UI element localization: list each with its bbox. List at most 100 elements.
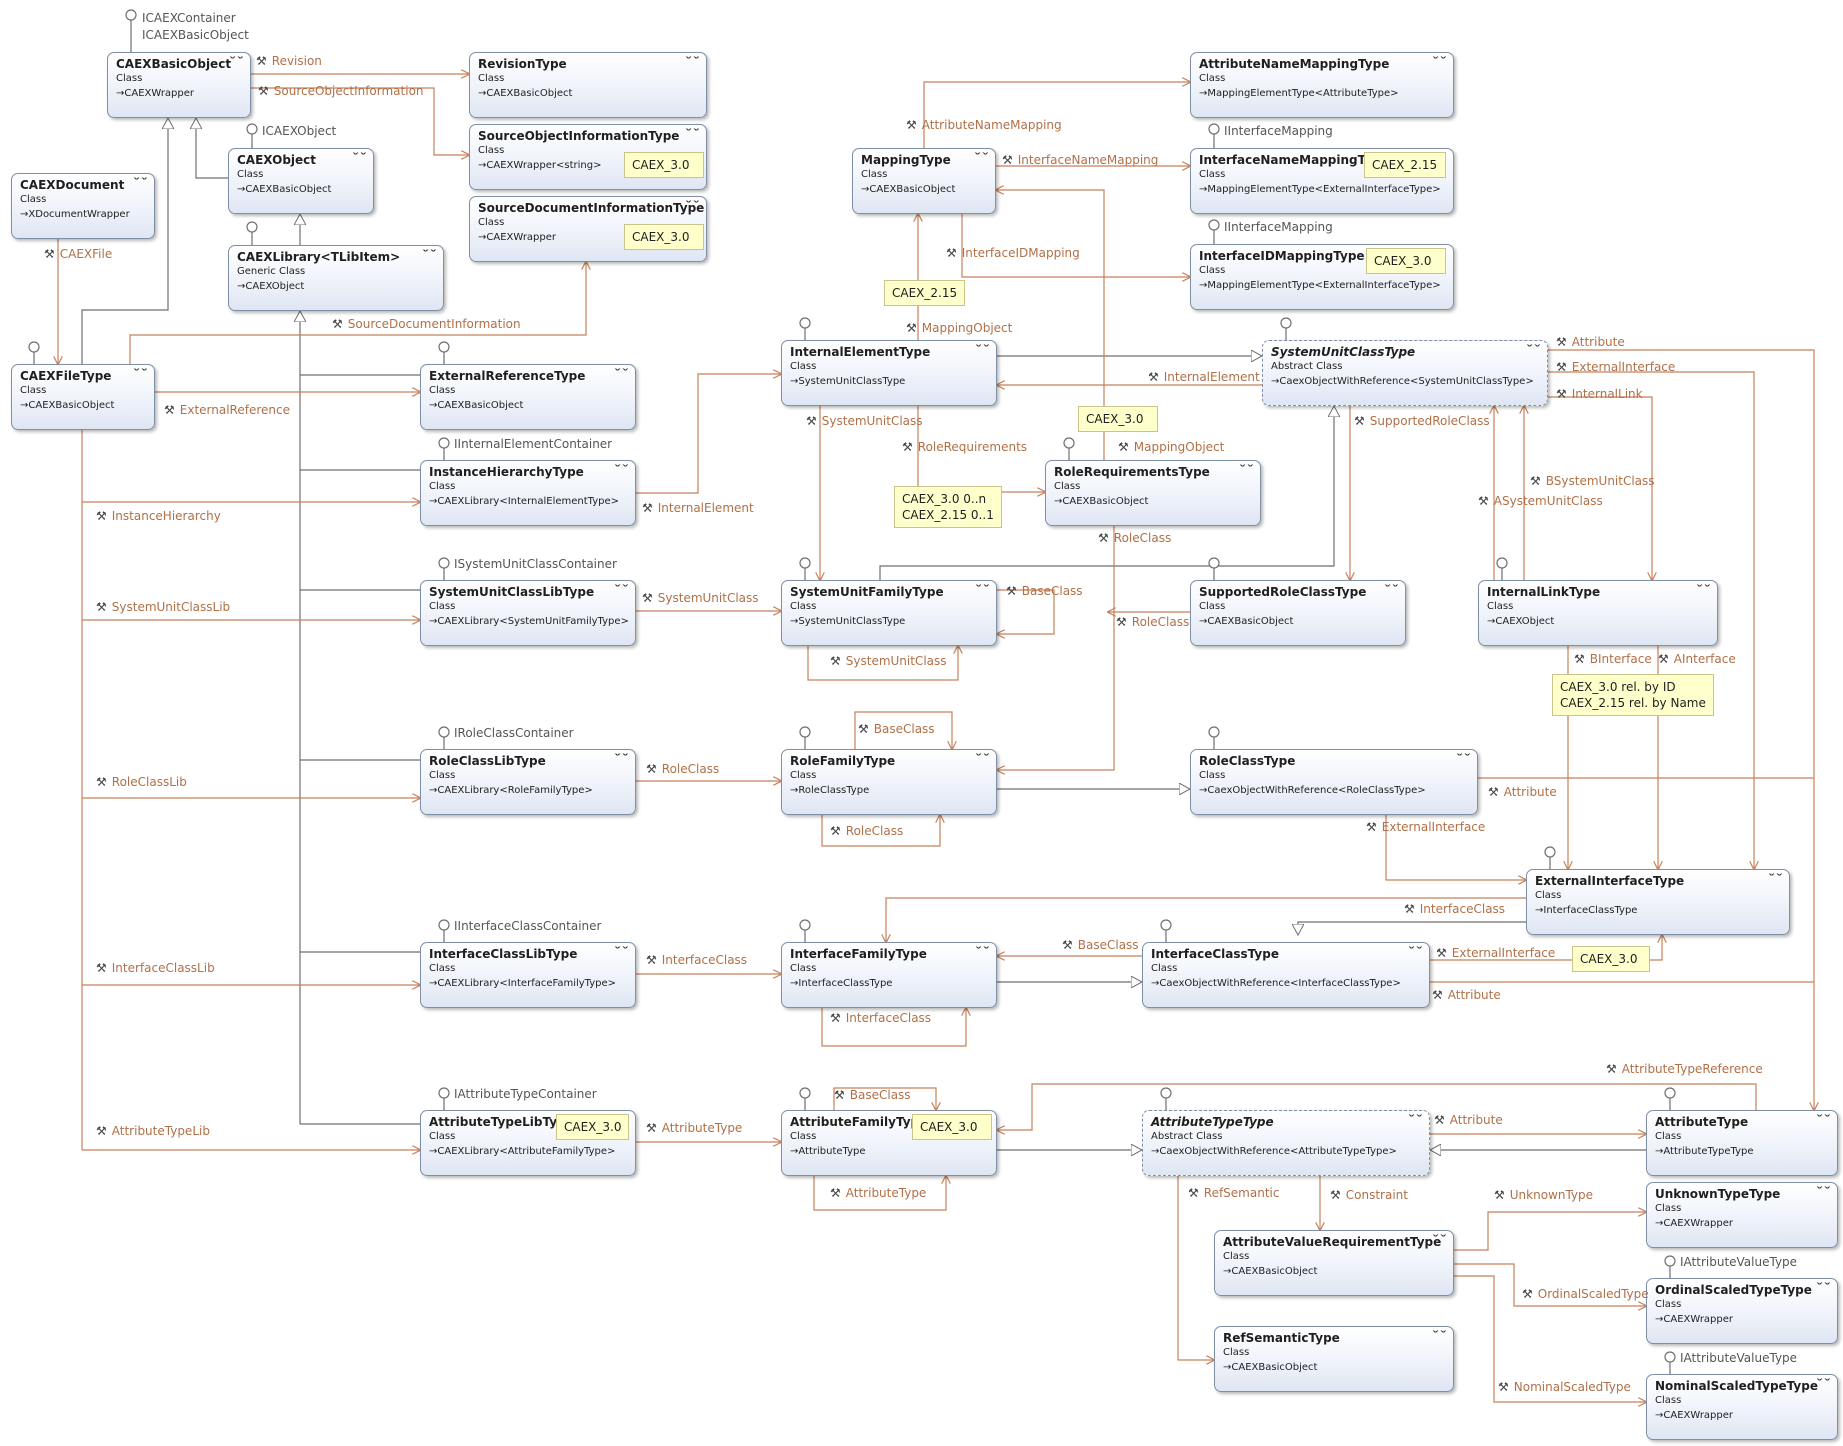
class-box-interfaceclasslib[interactable]: InterfaceClassLibTypeClassCAEXLibrary<In… xyxy=(420,942,636,1008)
wrench-icon: ⚒ xyxy=(646,953,657,967)
association-label: ⚒RoleClass xyxy=(1116,615,1189,629)
collapse-chevron-icon[interactable]: ˇˇ xyxy=(1383,583,1400,596)
collapse-chevron-icon[interactable]: ˇˇ xyxy=(351,151,368,164)
collapse-chevron-icon[interactable]: ˇˇ xyxy=(613,463,630,476)
class-box-roleclasstype[interactable]: RoleClassTypeClassCaexObjectWithReferenc… xyxy=(1190,749,1478,815)
class-box-caexlibrary[interactable]: CAEXLibrary<TLibItem>Generic ClassCAEXOb… xyxy=(228,245,444,311)
class-box-refsemantictype[interactable]: RefSemanticTypeClassCAEXBasicObjectˇˇ xyxy=(1214,1326,1454,1392)
class-box-interfacefamilytype[interactable]: InterfaceFamilyTypeClassInterfaceClassTy… xyxy=(781,942,997,1008)
collapse-chevron-icon[interactable]: ˇˇ xyxy=(1815,1281,1832,1294)
collapse-chevron-icon[interactable]: ˇˇ xyxy=(1815,1113,1832,1126)
collapse-chevron-icon[interactable]: ˇˇ xyxy=(1525,343,1542,356)
collapse-chevron-icon[interactable]: ˇˇ xyxy=(132,367,149,380)
class-base: CAEXLibrary<InternalElementType> xyxy=(429,493,627,510)
collapse-chevron-icon[interactable]: ˇˇ xyxy=(613,583,630,596)
association-label: ⚒ExternalInterface xyxy=(1556,360,1675,374)
class-box-mappingtype[interactable]: MappingTypeClassCAEXBasicObjectˇˇ xyxy=(852,148,996,214)
class-box-attrvaluereq[interactable]: AttributeValueRequirementTypeClassCAEXBa… xyxy=(1214,1230,1454,1296)
association-label: ⚒BSystemUnitClass xyxy=(1530,474,1655,488)
class-box-nominalscaled[interactable]: NominalScaledTypeTypeClassCAEXWrapperˇˇ xyxy=(1646,1374,1838,1440)
collapse-chevron-icon[interactable]: ˇˇ xyxy=(974,752,991,765)
interface-label: ISystemUnitClassContainer xyxy=(454,557,617,571)
class-box-caexdocument[interactable]: CAEXDocumentClassXDocumentWrapperˇˇ xyxy=(11,173,155,239)
collapse-chevron-icon[interactable]: ˇˇ xyxy=(1815,1377,1832,1390)
collapse-chevron-icon[interactable]: ˇˇ xyxy=(613,945,630,958)
class-box-caexfiletype[interactable]: CAEXFileTypeClassCAEXBasicObjectˇˇ xyxy=(11,364,155,430)
class-name: AttributeValueRequirementType xyxy=(1223,1235,1442,1249)
class-box-revisiontype[interactable]: RevisionTypeClassCAEXBasicObjectˇˇ xyxy=(469,52,707,118)
collapse-chevron-icon[interactable]: ˇˇ xyxy=(973,151,990,164)
association-label-text: BSystemUnitClass xyxy=(1545,474,1655,488)
wrench-icon: ⚒ xyxy=(258,84,269,98)
assoc-nominal xyxy=(1454,1275,1646,1402)
class-box-supportedroleclass[interactable]: SupportedRoleClassTypeClassCAEXBasicObje… xyxy=(1190,580,1406,646)
collapse-chevron-icon[interactable]: ˇˇ xyxy=(1695,583,1712,596)
class-box-instancehierarchy[interactable]: InstanceHierarchyTypeClassCAEXLibrary<In… xyxy=(420,460,636,526)
collapse-chevron-icon[interactable]: ˇˇ xyxy=(974,343,991,356)
collapse-chevron-icon[interactable]: ˇˇ xyxy=(1767,872,1784,885)
version-note: CAEX_3.0 xyxy=(912,1114,992,1140)
collapse-chevron-icon[interactable]: ˇˇ xyxy=(974,583,991,596)
collapse-chevron-icon[interactable]: ˇˇ xyxy=(684,55,701,68)
association-label-text: ExternalInterface xyxy=(1571,360,1676,374)
class-box-internalelementtype[interactable]: InternalElementTypeClassSystemUnitClassT… xyxy=(781,340,997,406)
collapse-chevron-icon[interactable]: ˇˇ xyxy=(1455,752,1472,765)
collapse-chevron-icon[interactable]: ˇˇ xyxy=(684,199,701,212)
collapse-chevron-icon[interactable]: ˇˇ xyxy=(1431,1233,1448,1246)
association-label-text: AttributeTypeLib xyxy=(111,1124,210,1138)
class-box-caexbasicobject[interactable]: CAEXBasicObjectClassCAEXWrapperˇˇ xyxy=(107,52,251,118)
class-base: CAEXLibrary<SystemUnitFamilyType> xyxy=(429,613,629,630)
collapse-chevron-icon[interactable]: ˇˇ xyxy=(1431,55,1448,68)
class-name: CAEXDocument xyxy=(20,178,125,192)
class-box-attrnamemapping[interactable]: AttributeNameMappingTypeClassMappingElem… xyxy=(1190,52,1454,118)
class-kind: Abstract Class xyxy=(1271,361,1343,372)
class-name: UnknownTypeType xyxy=(1655,1187,1781,1201)
class-box-attributetype[interactable]: AttributeTypeClassAttributeTypeTypeˇˇ xyxy=(1646,1110,1838,1176)
collapse-chevron-icon[interactable]: ˇˇ xyxy=(974,945,991,958)
association-label-text: InternalElement xyxy=(1163,370,1260,384)
class-box-ordinalscaled[interactable]: OrdinalScaledTypeTypeClassCAEXWrapperˇˇ xyxy=(1646,1278,1838,1344)
wrench-icon: ⚒ xyxy=(646,1121,657,1135)
collapse-chevron-icon[interactable]: ˇˇ xyxy=(1815,1185,1832,1198)
collapse-chevron-icon[interactable]: ˇˇ xyxy=(613,752,630,765)
collapse-chevron-icon[interactable]: ˇˇ xyxy=(132,176,149,189)
collapse-chevron-icon[interactable]: ˇˇ xyxy=(613,367,630,380)
association-label-text: ExternalReference xyxy=(179,403,290,417)
association-label: ⚒Attribute xyxy=(1488,785,1557,799)
collapse-chevron-icon[interactable]: ˇˇ xyxy=(684,127,701,140)
association-label: ⚒NominalScaledType xyxy=(1498,1380,1631,1394)
class-box-rolefamilytype[interactable]: RoleFamilyTypeClassRoleClassTypeˇˇ xyxy=(781,749,997,815)
class-box-systemunitfamilytype[interactable]: SystemUnitFamilyTypeClassSystemUnitClass… xyxy=(781,580,997,646)
class-name: InterfaceClassLibType xyxy=(429,947,578,961)
class-box-systemunitclasslib[interactable]: SystemUnitClassLibTypeClassCAEXLibrary<S… xyxy=(420,580,636,646)
wrench-icon: ⚒ xyxy=(1098,531,1109,545)
class-box-externalinterfacetype[interactable]: ExternalInterfaceTypeClassInterfaceClass… xyxy=(1526,869,1790,935)
collapse-chevron-icon[interactable]: ˇˇ xyxy=(421,248,438,261)
class-box-internallinktype[interactable]: InternalLinkTypeClassCAEXObjectˇˇ xyxy=(1478,580,1718,646)
collapse-chevron-icon[interactable]: ˇˇ xyxy=(1407,945,1424,958)
class-kind: Class xyxy=(1054,481,1081,492)
association-label: ⚒InterfaceClass xyxy=(1404,902,1505,916)
collapse-chevron-icon[interactable]: ˇˇ xyxy=(1238,463,1255,476)
class-kind: Class xyxy=(429,963,456,974)
class-base: CAEXBasicObject xyxy=(478,85,698,102)
class-box-unknowntypetype[interactable]: UnknownTypeTypeClassCAEXWrapperˇˇ xyxy=(1646,1182,1838,1248)
class-box-externalreftype[interactable]: ExternalReferenceTypeClassCAEXBasicObjec… xyxy=(420,364,636,430)
class-name: AttributeTypeLibType xyxy=(429,1115,574,1129)
association-label-text: SourceObjectInformation xyxy=(273,84,424,98)
class-name: AttributeType xyxy=(1655,1115,1749,1129)
collapse-chevron-icon[interactable]: ˇˇ xyxy=(1407,1113,1424,1126)
class-box-attributefamilytype[interactable]: AttributeFamilyTypeClassAttributeTypeˇˇ xyxy=(781,1110,997,1176)
class-box-rolerequirementstype[interactable]: RoleRequirementsTypeClassCAEXBasicObject… xyxy=(1045,460,1261,526)
class-box-caexobject[interactable]: CAEXObjectClassCAEXBasicObjectˇˇ xyxy=(228,148,374,214)
class-box-interfaceclasstype[interactable]: InterfaceClassTypeClassCaexObjectWithRef… xyxy=(1142,942,1430,1008)
collapse-chevron-icon[interactable]: ˇˇ xyxy=(228,55,245,68)
version-note: CAEX_2.15 xyxy=(1364,152,1446,178)
association-label: ⚒AttributeType xyxy=(830,1186,926,1200)
wrench-icon: ⚒ xyxy=(830,1186,841,1200)
association-label-text: SourceDocumentInformation xyxy=(347,317,521,331)
class-box-roleclasslib[interactable]: RoleClassLibTypeClassCAEXLibrary<RoleFam… xyxy=(420,749,636,815)
collapse-chevron-icon[interactable]: ˇˇ xyxy=(1431,1329,1448,1342)
